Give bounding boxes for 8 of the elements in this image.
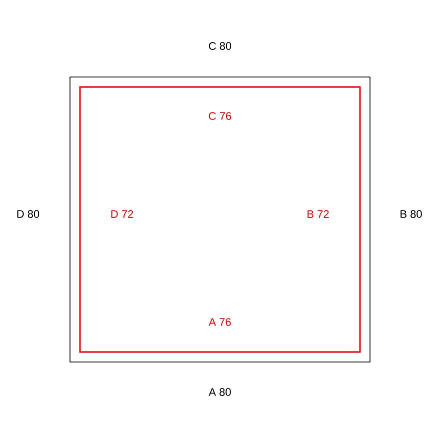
side-label: B 80 [400,210,422,218]
side-label: C 80 [208,42,232,50]
side-label: A 76 [208,318,231,326]
side-label: B 72 [308,210,329,218]
side-label: D 80 [17,210,40,218]
side-label: C 76 [208,112,232,120]
side-label: A 80 [208,388,231,396]
side-label: D 72 [111,210,134,218]
